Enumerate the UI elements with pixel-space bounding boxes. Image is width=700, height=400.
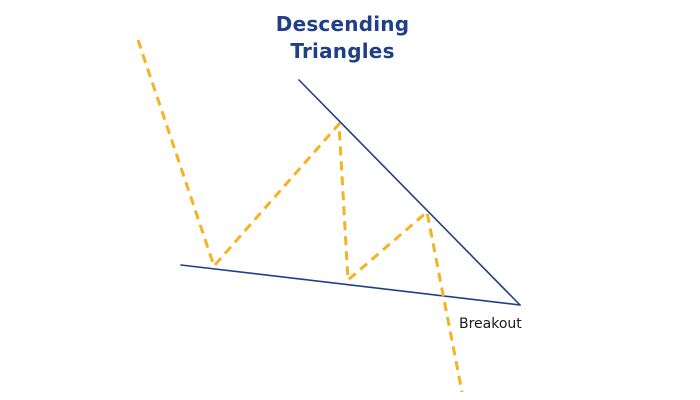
upper-trendline	[298, 79, 521, 306]
title-line-2: Triangles	[290, 39, 395, 63]
diagram-title: Descending Triangles	[250, 11, 435, 65]
price-path	[136, 39, 464, 393]
lower-support-line	[180, 264, 521, 306]
breakout-label: Breakout	[459, 316, 522, 332]
title-line-1: Descending	[275, 12, 410, 36]
